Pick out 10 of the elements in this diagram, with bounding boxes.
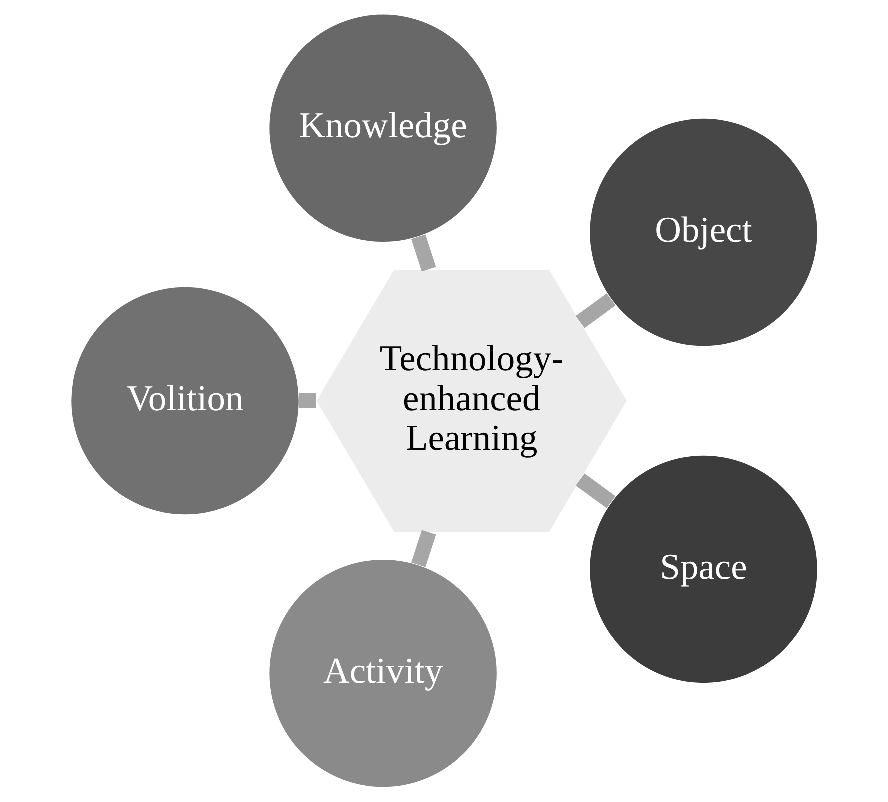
connector [575, 294, 616, 328]
node-circle: Space [590, 456, 817, 684]
node-circle: Object [590, 118, 817, 346]
connector [410, 530, 436, 568]
node-circle: Activity [269, 560, 496, 788]
node-circle: Volition [71, 287, 298, 515]
connector [575, 474, 616, 508]
connector [410, 234, 436, 272]
node-circle: Knowledge [269, 14, 496, 242]
connector [298, 394, 316, 408]
